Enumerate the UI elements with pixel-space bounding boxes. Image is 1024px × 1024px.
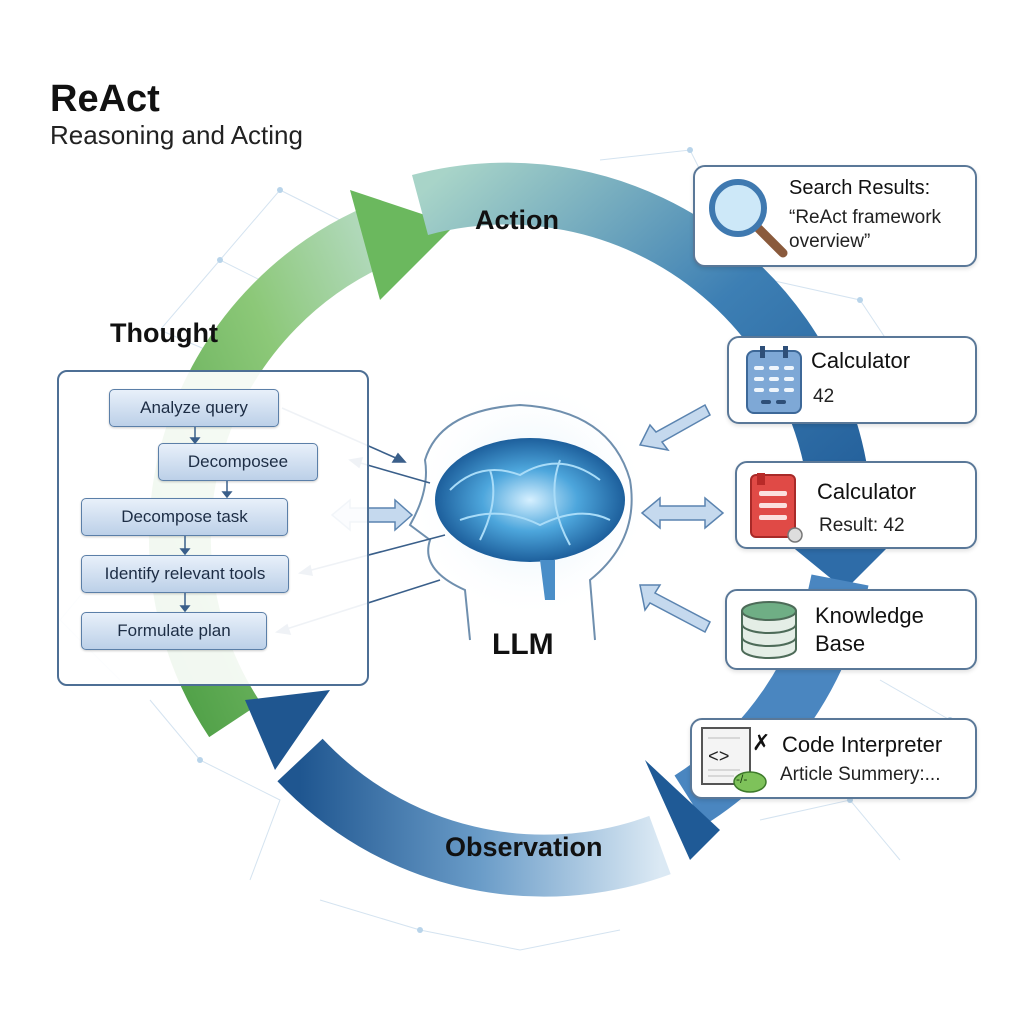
calculator-arrow [638,403,711,452]
code-interpreter-detail: Article Summery:... [780,764,941,785]
calculator-result-value: Result: 42 [819,515,905,536]
search-results-title: Search Results: [789,177,931,199]
tools-to-observation-arrowhead [645,760,720,860]
tool-card-code-interpreter: <> -/- ✗ Code Interpreter Article Summer… [690,718,977,799]
action-to-tools-arrowhead [790,545,890,590]
step-analyze-query: Analyze query [109,389,279,427]
calculator-brain-double-arrow [640,496,725,530]
tool-card-calculator: Calculator 42 [727,336,977,424]
observation-to-thought-arrow [277,738,671,897]
red-book-icon [750,473,803,543]
code-badge: -/- [736,772,748,786]
stage-label-action: Action [475,205,559,235]
step-decomposee: Decomposee [158,443,318,481]
calculator-icon [746,346,802,414]
search-results-detail: “ReAct framework [789,207,942,228]
observation-to-thought-arrowhead [245,690,330,770]
stage-label-observation: Observation [445,832,603,862]
page-title: ReAct [50,78,160,120]
search-results-detail-2: overview” [789,231,871,252]
calculator-title: Calculator [811,348,911,373]
calculator-result-title: Calculator [817,479,917,504]
code-interpreter-title: Code Interpreter [782,732,943,757]
tool-card-calculator-result: Calculator Result: 42 [735,461,977,549]
brain-head-icon [408,380,650,641]
code-document-icon: <> [701,727,767,793]
calculator-value: 42 [813,386,835,407]
tool-card-knowledge-base: Knowledge Base [725,589,977,670]
step-formulate-plan: Formulate plan [81,612,267,650]
step-identify-tools: Identify relevant tools [81,555,289,593]
knowledge-base-title: Knowledge [815,603,924,628]
step-connector-arrows [179,427,233,613]
database-icon [741,601,797,659]
step-decompose-task: Decompose task [81,498,288,536]
thought-steps-panel: Analyze query Decomposee Decompose task … [57,370,369,686]
tool-card-search: Search Results: “ReAct framework overvie… [693,165,977,267]
knowledge-base-title-2: Base [815,631,866,656]
stage-label-thought: Thought [110,318,218,348]
cross-mark-icon: ✗ [752,730,771,755]
svg-text:<>: <> [708,748,730,768]
llm-label: LLM [492,628,554,661]
magnifier-icon [709,179,788,258]
knowledge-base-arrow [639,584,711,634]
page-subtitle: Reasoning and Acting [50,120,303,150]
